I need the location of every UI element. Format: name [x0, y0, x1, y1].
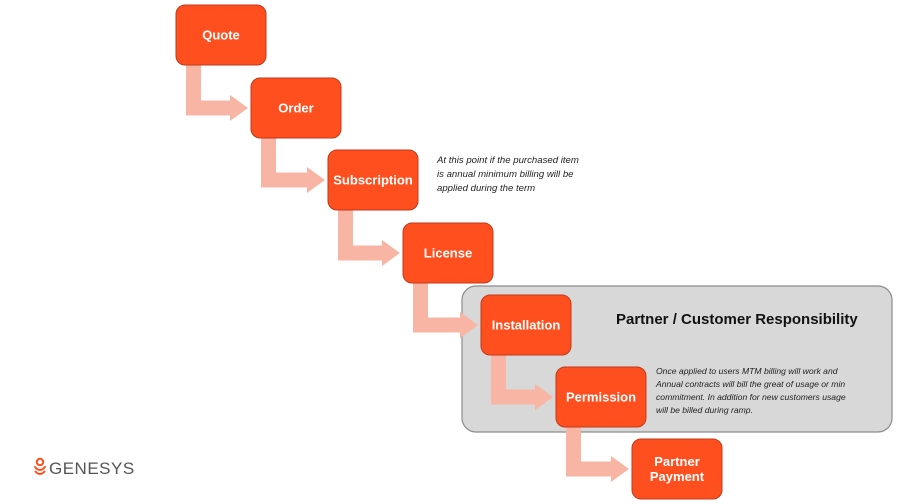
step-license: License	[402, 222, 494, 284]
step-label-license: License	[424, 246, 472, 261]
step-label-subscription: Subscription	[333, 173, 413, 188]
zone-note-line: commitment. In addition for new customer…	[656, 392, 846, 402]
step-box-order	[250, 77, 342, 139]
step-box-partner-payment	[631, 438, 723, 500]
step-installation: Installation	[480, 294, 572, 356]
zone-note-line: Once applied to users MTM billing will w…	[656, 366, 838, 376]
step-box-subscription	[327, 149, 419, 211]
step-quote: Quote	[175, 4, 267, 66]
step-subscription: Subscription	[327, 149, 419, 211]
connector-arrow-quote-to-order	[186, 65, 248, 121]
genesys-logo: GENESYS	[34, 457, 135, 478]
step-box-permission	[555, 366, 647, 428]
step-box-license	[402, 222, 494, 284]
step-label-partner-payment: Payment	[650, 469, 705, 484]
connector-layer	[186, 65, 629, 482]
subscription-note-line: is annual minimum billing will be	[437, 169, 574, 180]
connector-arrow-permission-to-partner-payment	[566, 427, 629, 482]
zone-title: Partner / Customer Responsibility	[616, 311, 858, 328]
zone-note-line: will be billed during ramp.	[656, 405, 753, 415]
subscription-note-line: At this point if the purchased item	[436, 155, 579, 166]
step-box-quote	[175, 4, 267, 66]
step-layer: QuoteOrderSubscriptionLicenseInstallatio…	[175, 4, 723, 500]
step-label-order: Order	[278, 101, 313, 116]
zone-note-line: Annual contracts will bill the great of …	[655, 379, 845, 389]
logo-text: GENESYS	[49, 459, 135, 478]
subscription-note-line: applied during the term	[437, 183, 535, 194]
step-label-permission: Permission	[566, 390, 636, 405]
step-label-partner-payment: Partner	[654, 454, 700, 469]
subscription-note: At this point if the purchased item is a…	[436, 155, 582, 194]
step-order: Order	[250, 77, 342, 139]
step-box-installation	[480, 294, 572, 356]
step-label-quote: Quote	[202, 28, 240, 43]
zone-note: Once applied to users MTM billing will w…	[655, 366, 848, 415]
connector-arrow-subscription-to-license	[338, 210, 400, 266]
connector-arrow-installation-to-permission	[491, 355, 553, 410]
connector-arrow-license-to-installation	[413, 283, 478, 338]
step-label-installation: Installation	[492, 318, 561, 333]
connector-arrow-order-to-subscription	[261, 138, 325, 193]
genesys-logo-icon	[34, 457, 46, 475]
step-permission: Permission	[555, 366, 647, 428]
